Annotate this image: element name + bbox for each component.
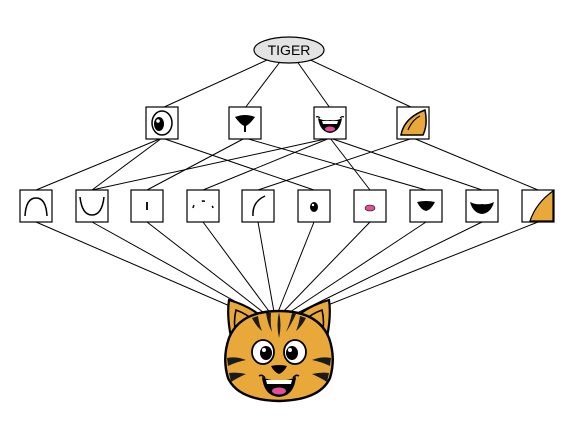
small-arc-icon <box>192 200 214 209</box>
edge-nose-short-bar <box>146 137 246 191</box>
edge-face-6 <box>277 221 315 313</box>
mid-part-mouth <box>313 106 347 140</box>
edge-mouth-mouth-shape <box>329 137 483 191</box>
edge-face-7 <box>280 221 371 315</box>
edge-ear-curve <box>257 137 414 191</box>
edge-face-8 <box>283 221 427 317</box>
edge-eye-arc-down <box>91 137 163 191</box>
primitive-curve <box>241 189 275 223</box>
edge-mouth-pink-oval <box>329 137 371 191</box>
root-node: TIGER <box>253 36 325 64</box>
primitive-arc-up <box>19 189 53 223</box>
primitive-short-bar <box>130 189 164 223</box>
primitive-ear-corner <box>521 189 555 223</box>
mouth-shape-icon <box>470 202 494 214</box>
primitive-mouth-shape <box>465 189 499 223</box>
dark-oval-icon <box>310 202 318 212</box>
nose-icon <box>235 115 255 132</box>
primitive-pink-oval <box>353 189 387 223</box>
tiger-face-icon <box>224 298 334 403</box>
root-label: TIGER <box>268 42 311 58</box>
edge-face-4 <box>202 221 272 315</box>
primitive-dark-oval <box>297 189 331 223</box>
primitive-arc-down <box>75 189 109 223</box>
mid-part-nose <box>228 106 262 140</box>
connection-lines <box>35 49 539 321</box>
edge-mouth-arc-down <box>91 137 331 191</box>
edge-mouth-small-arc <box>202 137 331 191</box>
edge-eye-dark-oval <box>161 137 315 191</box>
mouth-icon <box>315 116 345 133</box>
edge-face-10 <box>289 221 539 321</box>
edge-eye-arc-up <box>35 137 163 191</box>
primitive-small-arc <box>186 189 220 223</box>
mid-part-ear <box>396 106 430 140</box>
eye-icon <box>151 110 173 136</box>
edge-face-1 <box>35 221 263 321</box>
edge-ear-ear-corner <box>412 137 539 191</box>
ear-icon <box>400 108 427 136</box>
arc-up-icon <box>24 197 48 217</box>
ear-corner-icon <box>529 189 554 222</box>
nose-shape-icon <box>417 201 435 211</box>
pink-oval-icon <box>364 204 376 212</box>
edge-face-5 <box>257 221 275 313</box>
edge-face-3 <box>146 221 269 317</box>
root-ellipse <box>253 36 325 64</box>
mid-part-eye <box>145 106 179 140</box>
primitive-nose-shape <box>409 189 443 223</box>
arc-down-icon <box>79 196 105 216</box>
curve-icon <box>252 195 266 217</box>
